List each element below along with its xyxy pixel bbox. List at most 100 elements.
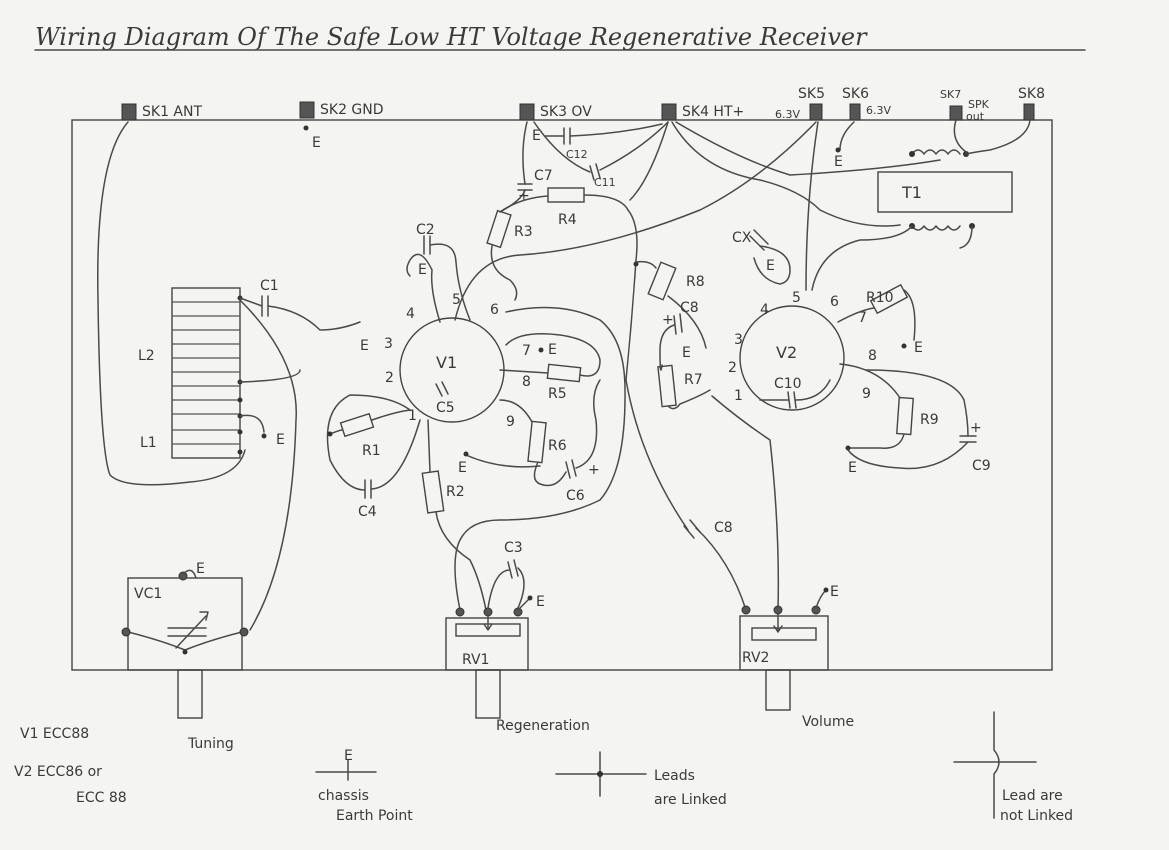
coil-l1-l2: [171, 287, 243, 459]
r10-earth: E: [914, 340, 923, 356]
v1-pin3-earth: E: [360, 338, 369, 354]
cx-label: CX: [732, 230, 752, 246]
l1-earth-dot: [261, 433, 267, 439]
resistor-r7: [657, 364, 677, 408]
c11-plate-b: [595, 163, 601, 179]
c5-plate-b: [441, 381, 449, 395]
resistor-r5: [546, 363, 582, 383]
c8b-label: C8: [714, 520, 733, 536]
v1-earth-bottom: E: [458, 460, 467, 476]
sk1-label: SK1 ANT: [142, 104, 202, 120]
resistor-r2: [421, 470, 445, 514]
c3-plate-b: [513, 559, 519, 577]
v2-pin-9: 9: [862, 386, 871, 402]
rv2-shaft: [765, 669, 791, 711]
c4-label: C4: [358, 504, 377, 520]
spk-label: SPK: [968, 98, 990, 111]
r7-label: R7: [684, 372, 703, 388]
regeneration-label: Regeneration: [496, 718, 590, 734]
vc1-earth: E: [196, 561, 205, 577]
sk2-label: SK2 GND: [320, 102, 384, 118]
c10-label: C10: [774, 376, 802, 392]
r3-label: R3: [514, 224, 533, 240]
socket-sk5: SK5: [798, 86, 825, 121]
legend-earth-line1: chassis: [318, 788, 369, 804]
cx-plate-b: [753, 229, 769, 245]
v2-pin-8: 8: [868, 348, 877, 364]
resistor-r6: [527, 420, 547, 464]
socket-sk6: SK6 6.3V: [842, 86, 891, 121]
c6-label: C6: [566, 488, 585, 504]
c6-plus: +: [588, 462, 600, 478]
variable-capacitor-vc1: VC1: [121, 571, 249, 671]
vc1-shaft: [177, 669, 203, 719]
sk8-label: SK8: [1018, 86, 1045, 102]
v1-pin-6: 6: [490, 302, 499, 318]
c9-label: C9: [972, 458, 991, 474]
legend-earth-symbol: E: [344, 748, 353, 764]
cx-plate-a: [749, 235, 765, 251]
resistor-r3: [486, 209, 512, 249]
v2-pin-2: 2: [728, 360, 737, 376]
transformer-t1: T1: [877, 149, 1013, 231]
rv2-label: RV2: [742, 650, 769, 666]
sk6-earth: E: [834, 154, 843, 170]
v2-pin-3: 3: [734, 332, 743, 348]
sk6-sublabel: 6.3V: [866, 104, 891, 117]
note-v1: V1 ECC88: [20, 726, 89, 742]
c12-label: C12: [566, 148, 588, 161]
resistor-r4: [547, 187, 585, 203]
c1-label: C1: [260, 278, 279, 294]
sk4-sublabel: 6.3V: [775, 108, 800, 121]
c8a-plus: +: [662, 312, 674, 328]
l1-earth-label: E: [276, 432, 285, 448]
v1-pin-9: 9: [506, 414, 515, 430]
rv1-shaft: [475, 669, 501, 719]
v1-pin-4: 4: [406, 306, 415, 322]
sk4-label: SK4 HT+: [682, 104, 744, 120]
valve-v2: [739, 305, 845, 411]
t1-label: T1: [901, 183, 922, 202]
c8a-plate-b: [679, 313, 683, 333]
sk6-label: SK6: [842, 86, 869, 102]
l2-label: L2: [138, 348, 155, 364]
socket-sk1: SK1 ANT: [121, 103, 202, 121]
c2-earth: E: [418, 262, 427, 278]
rv1-earth: E: [536, 594, 545, 610]
cx-earth: E: [766, 258, 775, 274]
socket-sk8: SK8: [1018, 86, 1045, 121]
sk2-earth-label: E: [312, 135, 321, 151]
c8a-plate-a: [673, 315, 677, 335]
v2-pin-6: 6: [830, 294, 839, 310]
resistor-r8: [647, 261, 677, 301]
v2-pin-7: 7: [858, 310, 867, 326]
sk3-label: SK3 OV: [540, 104, 592, 120]
socket-sk4: SK4 HT+ 6.3V: [661, 103, 800, 121]
rv2-earth: E: [830, 584, 839, 600]
v1-pin-1: 1: [408, 408, 417, 424]
potentiometer-rv1: RV1: [445, 607, 529, 671]
v1-pin-5: 5: [452, 292, 461, 308]
regeneration-lead: [454, 306, 626, 611]
r4-label: R4: [558, 212, 577, 228]
c10-plate-b: [793, 391, 797, 409]
antenna-lead: [97, 121, 246, 486]
v1-pin-7: 7: [522, 343, 531, 359]
c11-plate-a: [589, 165, 595, 181]
socket-sk7: SK7 SPK out: [940, 88, 990, 123]
legend-earth-line2: Earth Point: [336, 808, 413, 824]
c11-label: C11: [594, 176, 616, 189]
v1-pin-2: 2: [385, 370, 394, 386]
sk3-earth: E: [532, 128, 541, 144]
c7-plus: +: [518, 188, 530, 204]
sk7-label: SK7: [940, 88, 961, 101]
legend-earth-point: E chassis Earth Point: [315, 748, 413, 824]
rv1-label: RV1: [462, 652, 489, 668]
c6-plate-b: [571, 459, 577, 477]
resistor-r10: [869, 283, 909, 315]
v2-pin-1: 1: [734, 388, 743, 404]
legend-linked-line1: Leads: [654, 768, 695, 784]
note-v2-line2: ECC 88: [76, 790, 127, 806]
volume-label: Volume: [802, 714, 854, 730]
